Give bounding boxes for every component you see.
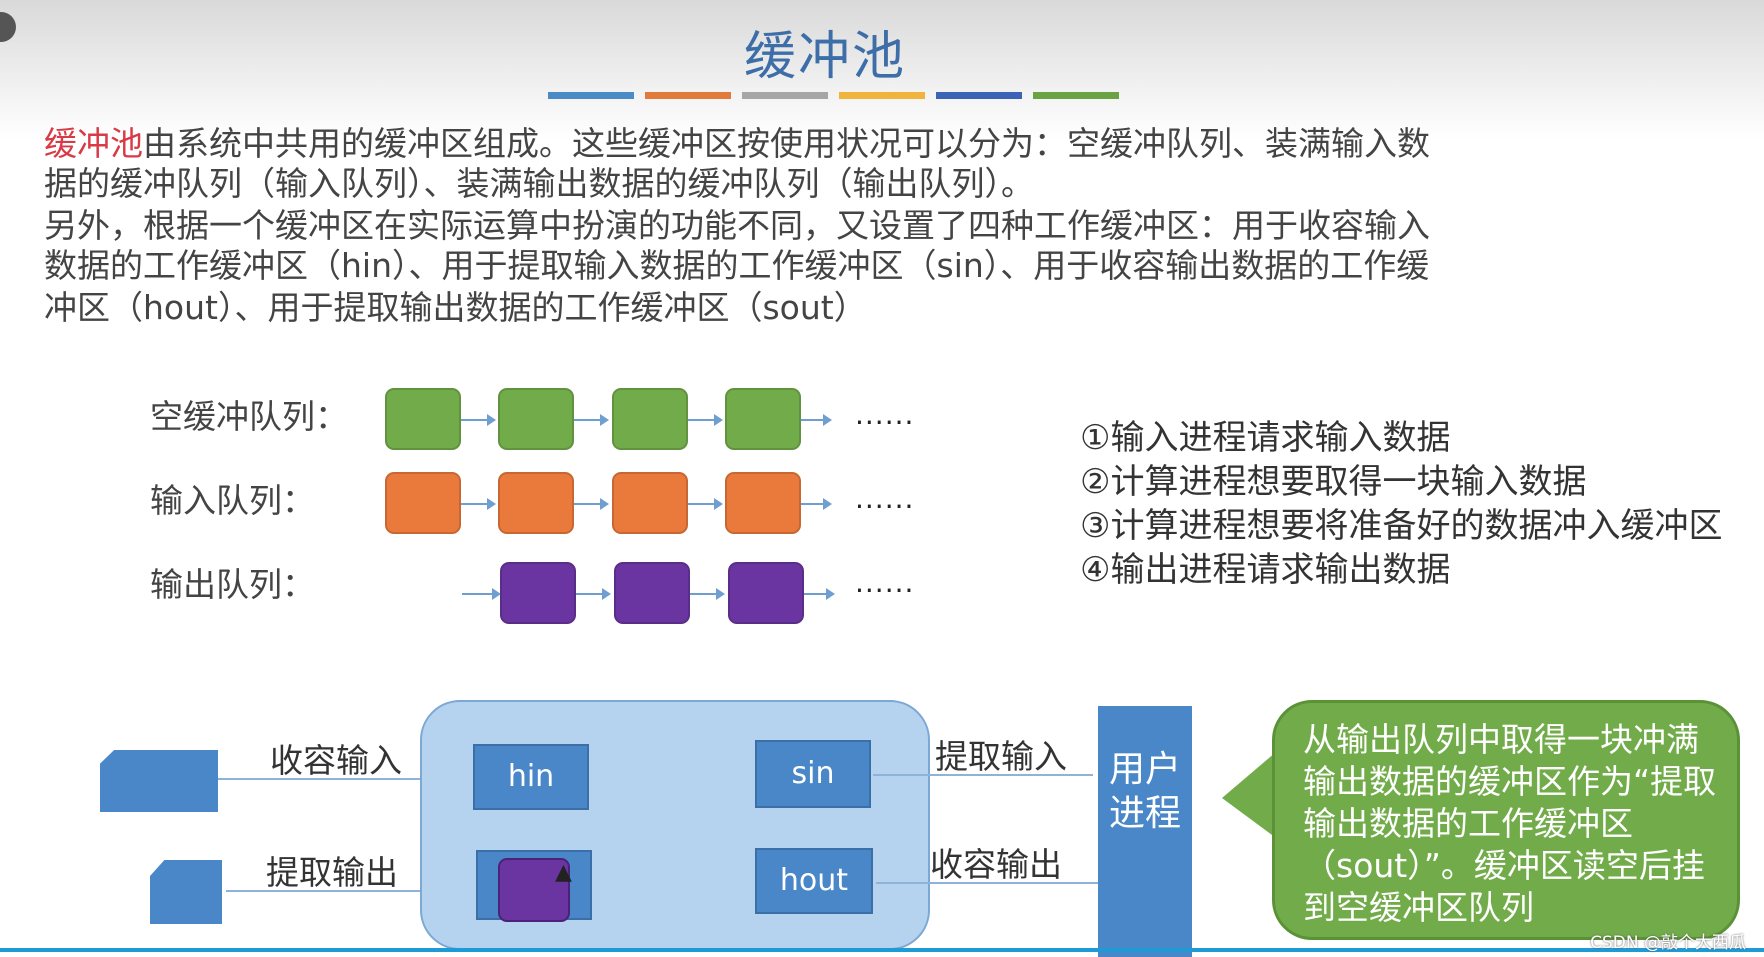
input-queue-label: 输入队列： [150,481,315,520]
empty-queue-arrow [574,414,609,426]
empty-queue-buffer [612,388,688,450]
input-queue-buffer [385,472,461,534]
user-process-block: 用户进程 [1098,706,1192,957]
empty-queue-buffer [498,388,574,450]
callout-note: 从输出队列中取得一块冲满输出数据的缓冲区作为“提取输出数据的工作缓冲区（sout… [1272,700,1740,940]
input-queue-arrow [574,498,609,510]
paragraph2-line1: 另外，根据一个缓冲区在实际运算中扮演的功能不同，又设置了四种工作缓冲区：用于收容… [44,206,1430,245]
input-queue-buffer [612,472,688,534]
title-stripe-5 [936,92,1022,99]
progress-line [0,948,1764,952]
input-queue-arrow [461,498,496,510]
empty-queue-label: 空缓冲队列： [150,397,348,436]
paragraph1-line1-text: 由系统中共用的缓冲区组成。这些缓冲区按使用状况可以分为：空缓冲队列、装满输入数 [143,124,1430,163]
output-queue-ellipsis: ...... [855,566,915,599]
step-4: ④输出进程请求输出数据 [1080,550,1451,590]
title-band [0,0,1764,140]
output-queue-arrow [804,588,835,600]
hout-buffer: hout [755,848,873,914]
input-queue-arrow [688,498,723,510]
output-queue-buffer [728,562,804,624]
input-queue-ellipsis: ...... [855,482,915,515]
extract-output-arrow [226,890,476,892]
empty-queue-buffer [725,388,801,450]
input-device-icon [100,750,218,812]
receive-input-label: 收容输入 [270,741,402,780]
empty-queue-arrow [801,414,832,426]
extract-input-arrow [873,774,1093,776]
empty-queue-ellipsis: ...... [855,398,915,431]
window-control-icon[interactable] [0,12,16,42]
receive-output-label: 收容输出 [930,845,1062,884]
title-stripe-3 [742,92,828,99]
input-queue-arrow [801,498,832,510]
receive-input-arrow [218,778,468,780]
empty-queue-arrow [688,414,723,426]
sout-buffer-block [498,858,570,922]
empty-queue-buffer [385,388,461,450]
mouse-cursor-icon: ▲ [555,860,572,885]
paragraph1-line2: 据的缓冲队列（输入队列）、装满输出数据的缓冲队列（输出队列）。 [44,164,1034,203]
title-stripe-1 [548,92,634,99]
extract-input-label: 提取输入 [935,737,1067,776]
sin-buffer: sin [755,740,871,808]
paragraph1-highlight: 缓冲池 [44,124,143,163]
hin-buffer: hin [473,744,589,810]
step-1: ①输入进程请求输入数据 [1080,418,1451,458]
receive-output-arrow [876,882,1098,884]
input-queue-buffer [498,472,574,534]
step-2: ②计算进程想要取得一块输入数据 [1080,462,1587,502]
output-queue-arrow [576,588,611,600]
paragraph2-line3: 冲区（hout）、用于提取输出数据的工作缓冲区（sout） [44,288,867,327]
output-queue-buffer [614,562,690,624]
output-device-icon [150,860,222,924]
empty-queue-arrow [461,414,496,426]
input-queue-buffer [725,472,801,534]
paragraph2-line2: 数据的工作缓冲区（hin）、用于提取输入数据的工作缓冲区（sin）、用于收容输出… [44,246,1430,285]
step-3: ③计算进程想要将准备好的数据冲入缓冲区 [1080,506,1723,546]
output-queue-label: 输出队列： [150,565,315,604]
paragraph1-line1: 缓冲池由系统中共用的缓冲区组成。这些缓冲区按使用状况可以分为：空缓冲队列、装满输… [44,124,1430,164]
callout-tail [1222,752,1276,838]
title-stripe-2 [645,92,731,99]
output-queue-arrow [690,588,725,600]
output-queue-buffer [500,562,576,624]
extract-output-label: 提取输出 [266,853,398,892]
output-queue-arrow [462,588,501,600]
watermark: CSDN @敲个大西瓜 [1590,933,1746,953]
title-stripe-4 [839,92,925,99]
slide-title: 缓冲池 [743,27,906,87]
title-stripe-6 [1033,92,1119,99]
